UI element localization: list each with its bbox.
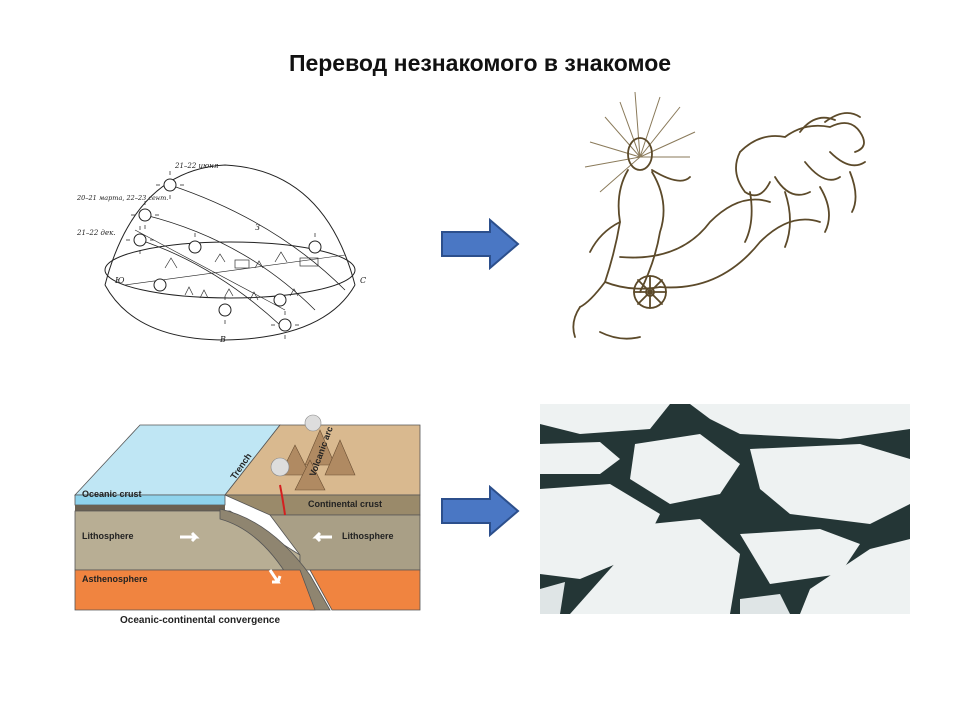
tectonic-diagram: Trench Volcanic arc Oceanic crust Contin… [74,414,421,626]
label-oceanic-crust: Oceanic crust [82,489,142,499]
ice-floes-photo [540,404,910,614]
label-asthenosphere: Asthenosphere [82,574,148,584]
label-lithosphere-right: Lithosphere [342,531,394,541]
label-march-sept: 20–21 марта, 22–23 сент. [76,194,168,202]
label-west: З [255,223,260,232]
sun-chariot-sketch [572,92,866,340]
label-june: 21–22 июня [174,162,219,170]
label-east: В [219,335,226,344]
right-arrow-icon [441,218,520,270]
label-south: Ю [114,276,125,285]
label-north: С [360,276,366,285]
sun-path-diagram: 21–22 июня 20–21 марта, 22–23 сент. 21–2… [76,162,366,344]
slide-title: Перевод незнакомого в знакомое [288,50,672,76]
label-lithosphere-left: Lithosphere [82,531,134,541]
tectonic-caption: Oceanic-continental convergence [120,615,280,626]
label-continental-crust: Continental crust [308,499,382,509]
label-dec: 21–22 дек. [76,229,116,237]
right-arrow-icon [441,485,520,537]
